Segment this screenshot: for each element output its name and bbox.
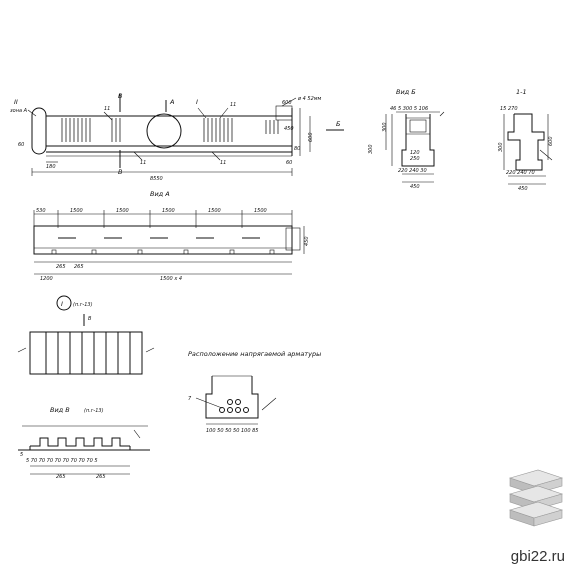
rebar-layout-title: Расположение напрягаемой арматуры [188,350,321,358]
view-v-title: Вид В [50,406,70,414]
stirrup-zone-end [265,120,279,134]
view-a-dim-265-1: 265 [56,264,66,270]
node-1-label: I [61,300,63,308]
hole-note: ø 4 52мм [297,96,322,102]
arrow-a-label: А [169,98,174,106]
stirrup-zone-left [61,118,91,142]
view-a-dim-1200: 1200 [40,276,53,282]
view-v-dim-265-2: 265 [96,474,106,480]
dim-60-right: 60 [286,160,292,166]
view-b-bottom-dims: 220 240 30 [398,168,427,174]
view-a-dim-1500-3: 1500 [162,208,175,214]
rebar-rod-label: 7 [188,396,192,402]
view-b-title: Вид Б [396,88,416,96]
dim-450: 450 [284,126,294,132]
section-dim-600: 600 [548,136,554,146]
section-1-1 [503,113,553,185]
node-11-top: 11 [230,102,236,108]
view-a-dim-1500-2: 1500 [116,208,129,214]
top-600-dim: 600 [282,100,292,106]
brand-link[interactable]: gbi22.ru [510,548,565,565]
total-length-dim: 8550 [150,176,163,182]
stirrup-zone-right [203,118,233,142]
view-a-title: Вид А [150,190,170,198]
view-b-width: 450 [410,184,420,190]
marker-V-bottom: В [118,168,123,176]
view-v-dim-5: 5 [20,452,23,458]
node-1-circle [56,295,72,311]
view-b-section [385,111,445,183]
rebar-row-dims: 100 50 50 50 100 85 [206,428,258,434]
dim-180: 180 [46,164,56,170]
view-a-dim-450: 450 [304,236,310,246]
rebar-layout-drawing [195,375,277,425]
node-detail-arrow-label: В [88,316,92,322]
arrow-b-label: Б [336,120,341,128]
node-1-note: (п.г-13) [73,302,93,308]
view-v-row-dims: 5 70 70 70 70 70 70 70 70 5 [26,458,98,464]
view-a-dim-1500x4: 1500 x 4 [160,276,182,282]
view-a-dim-265-2: 265 [74,264,84,270]
view-a-dim-1500-5: 1500 [254,208,267,214]
node-11-left: 11 [104,106,110,112]
marker-V-top: В [118,92,123,100]
dim-80: 80 [294,146,300,152]
brand-logo-icon [508,469,564,527]
zone-note: зона А [10,108,28,114]
view-b-dim-250: 250 [410,156,420,162]
view-v-dim-265-1: 265 [56,474,66,480]
node-11-bottom: 11 [140,160,146,166]
stirrup-zone-mid [111,118,121,142]
view-b-top-dims: 46 5 300 5 106 [390,106,428,112]
view-b-dim-300b: 300 [368,144,374,154]
view-a-bolts [51,249,275,255]
node-1-callout [146,113,182,149]
view-b-dim-300: 300 [382,122,388,132]
view-a-dim-1500-1: 1500 [70,208,83,214]
view-b-dim-120: 120 [410,150,420,156]
view-v-note: (п.г-13) [84,408,104,414]
marker-II: II [14,98,18,106]
view-v-drawing [18,425,150,475]
main-elevation [27,94,344,176]
node-1-detail [17,331,155,375]
marker-I: I [196,98,198,106]
section-top-dims: 15 270 [500,106,518,112]
node-11-bottom-right: 11 [220,160,226,166]
section-width: 450 [518,186,528,192]
section-bottom-dims: 220 240 70 [506,170,535,176]
dim-600: 600 [308,132,314,142]
view-a-plan [33,210,305,275]
dim-60-left: 60 [18,142,24,148]
section-1-1-title: 1-1 [516,88,527,96]
view-a-dim-1500-4: 1500 [208,208,221,214]
left-end-outline [31,107,47,155]
view-a-dim-530: 530 [36,208,46,214]
section-dim-300: 300 [498,142,504,152]
